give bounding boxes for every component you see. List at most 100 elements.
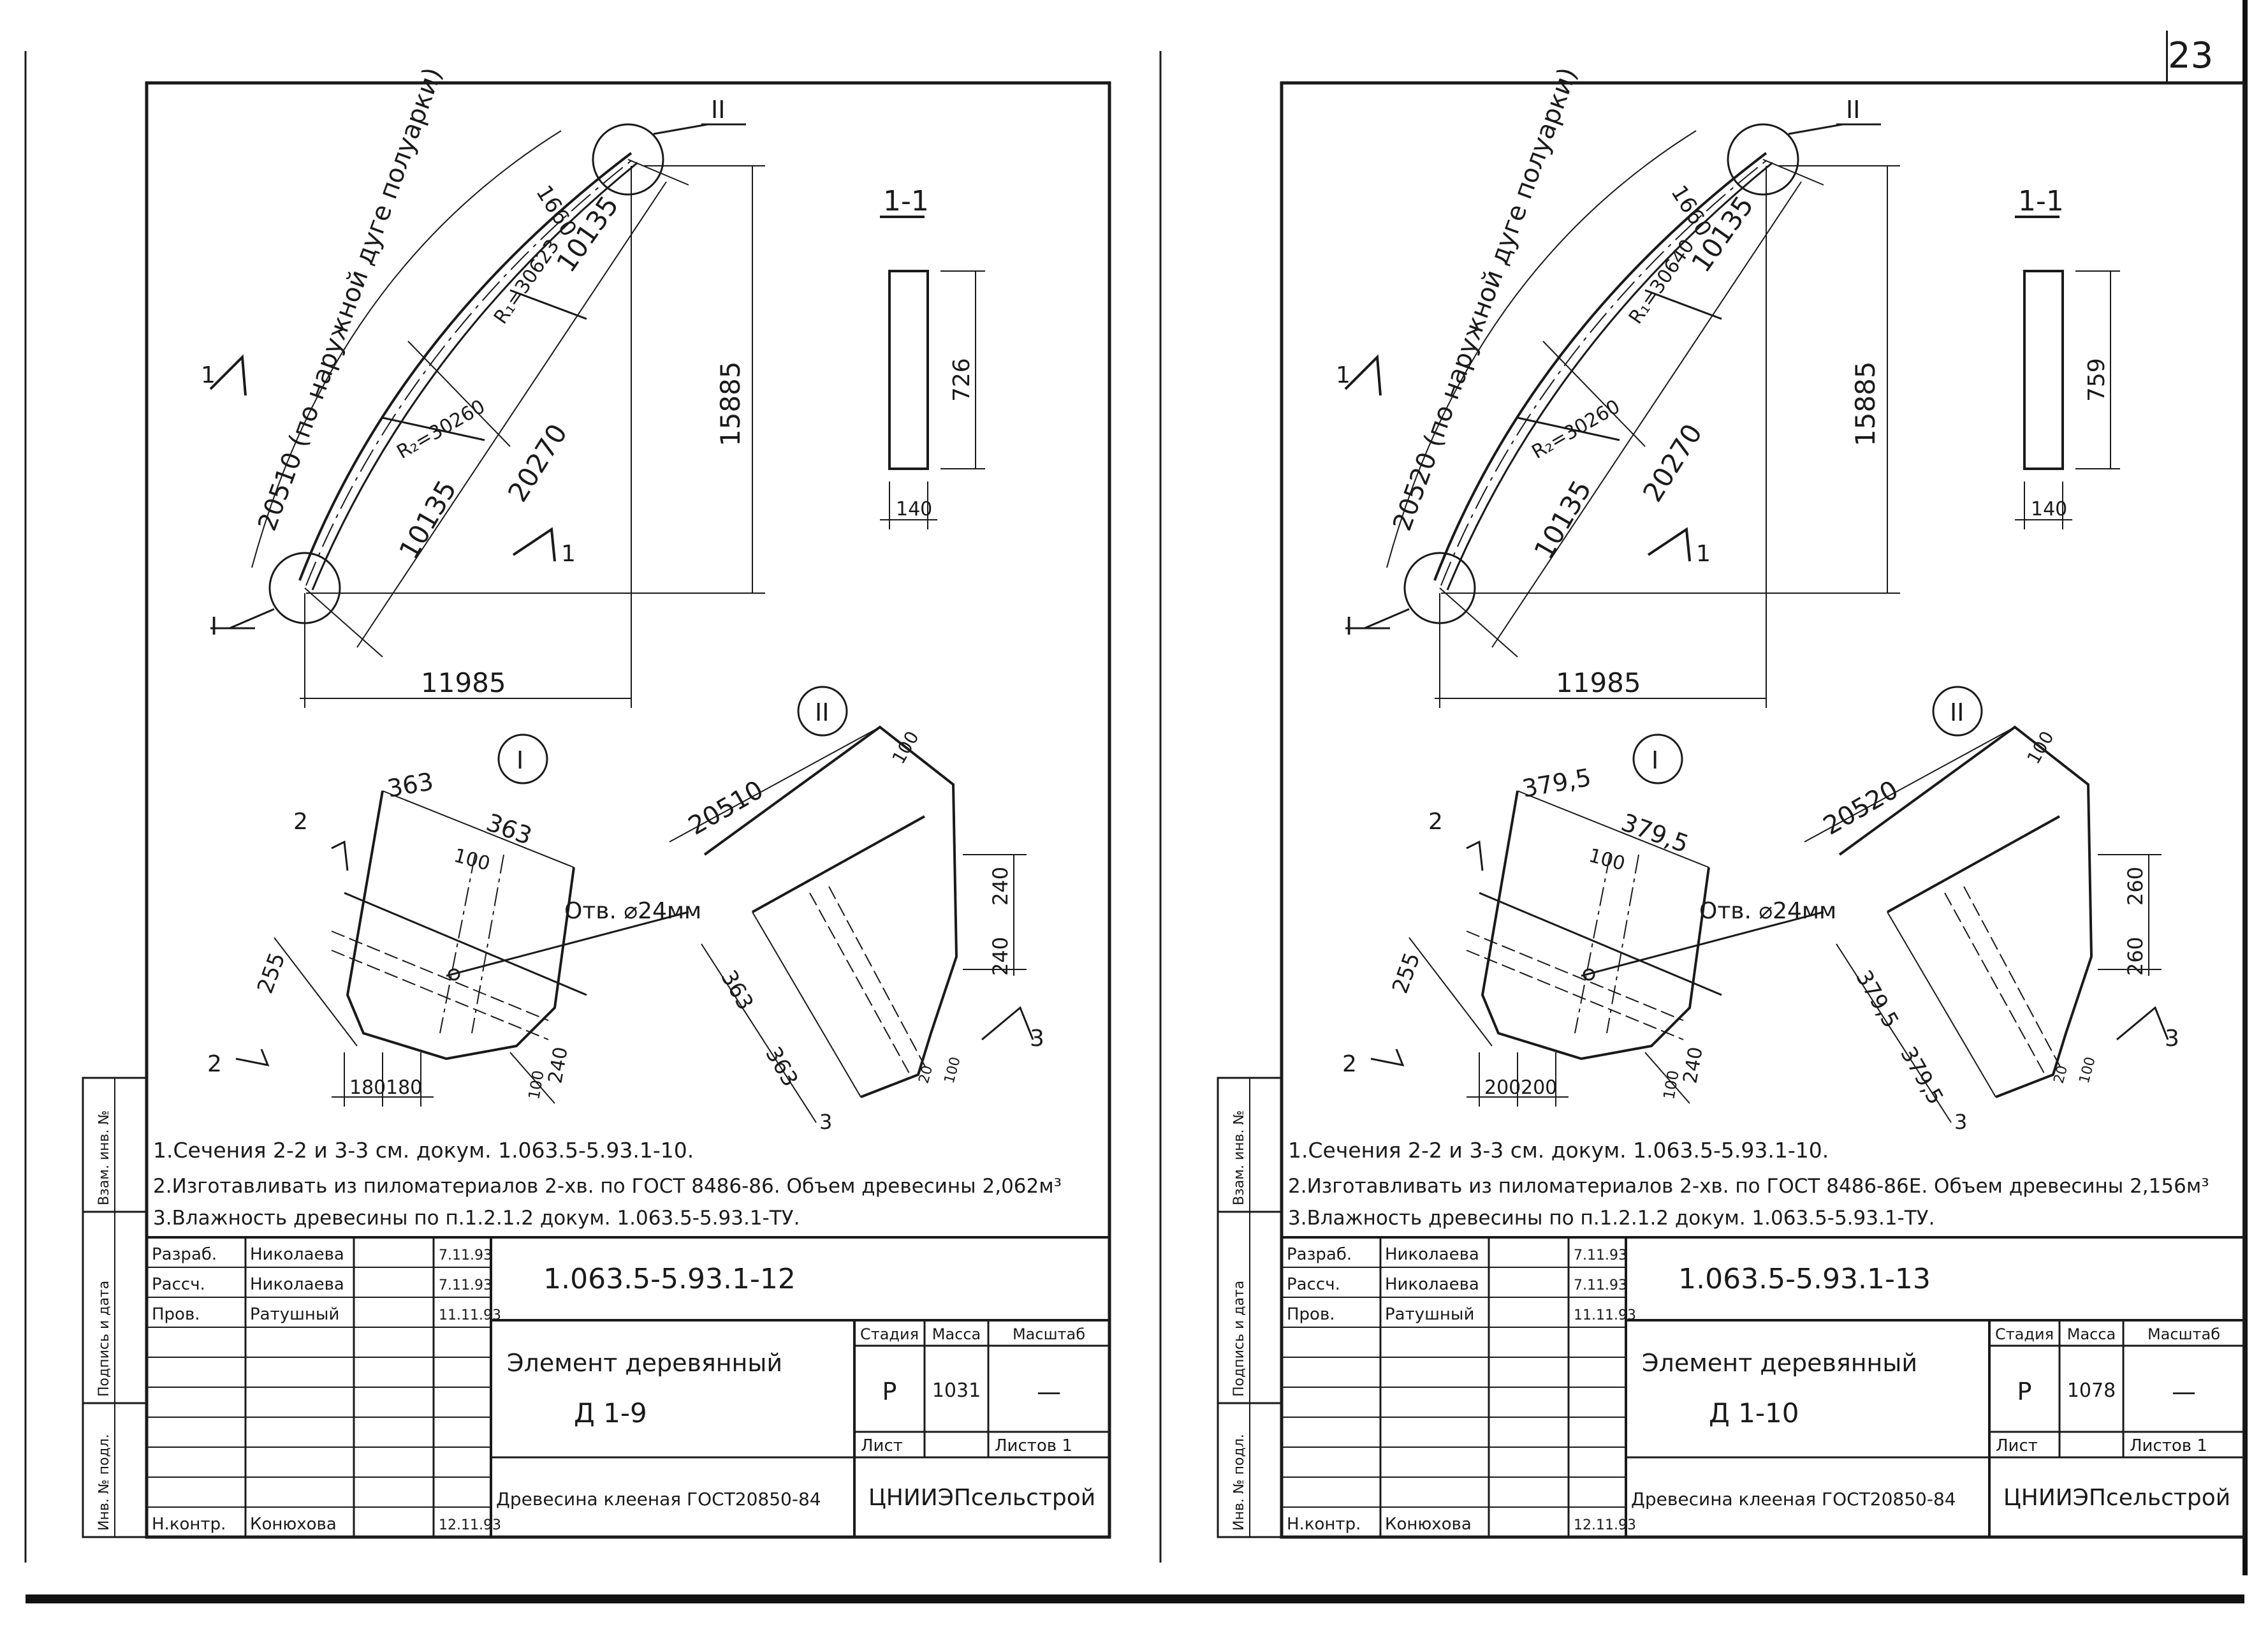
mark-2-top: 2 (1428, 809, 1443, 835)
detail-i-title: I (516, 746, 523, 774)
node-ii-label: II (711, 96, 725, 124)
detail-ii-circle (797, 686, 848, 737)
mark-3-right: 3 (2165, 1026, 2179, 1052)
section-mark-label-top: 1 (1336, 362, 1350, 388)
chord-dim-line (1491, 181, 1802, 648)
sheets-header: Листов 1 (995, 1436, 1072, 1455)
drawing-frame (1280, 81, 2246, 1539)
node-i-label: I (1345, 612, 1352, 640)
arch-inner-edge (311, 161, 638, 591)
mass-header: Масса (932, 1325, 981, 1343)
sheet-header: Лист (1996, 1436, 2038, 1455)
mass-header: Масса (2067, 1325, 2116, 1343)
scale-value: — (2172, 1378, 2196, 1406)
mark-2-bottom: 2 (1342, 1051, 1357, 1077)
radius-1-label: R₁=30623 (490, 235, 564, 328)
note-1: 1.Сечения 2-2 и 3-3 см. докум. 1.063.5-5… (153, 1138, 694, 1163)
stamp-role-cell: Разраб. (1287, 1245, 1352, 1264)
detail-i-circle (497, 733, 548, 784)
span-dim: 11985 (421, 667, 506, 698)
detail-i-dim-c: 100 (1586, 844, 1627, 876)
detail-ii-dim-d: 363 (715, 966, 758, 1015)
organization: ЦНИИЭПсельстрой (2003, 1485, 2230, 1511)
detail-ii-dim-f: 20 (916, 1064, 936, 1086)
detail-ii-dim-a: 100 (888, 728, 923, 768)
stamp-date-cell: 11.11.93 (1574, 1307, 1636, 1323)
stamp-name-cell: Конюхова (250, 1515, 337, 1534)
section-mark-1-bottom (512, 527, 556, 562)
side-label-inv: Инв. № подл. (1231, 1434, 1247, 1531)
sheet-right: 20520 (по наружной дуге полуарки) 1660 R… (1135, 0, 2251, 1624)
height-dim: 15885 (715, 361, 746, 446)
detail-ii-dim-e: 379,5 (1895, 1043, 1948, 1109)
radius-arrow-1 (509, 289, 587, 320)
detail-ii-dim-f: 20 (2051, 1064, 2071, 1086)
stamp-name-cell: Николаева (250, 1245, 344, 1264)
stamp-date-cell: 7.11.93 (439, 1248, 492, 1263)
arc-length-label: 20510 (по наружной дуге полуарки) (252, 64, 448, 535)
detail-ii-dim-e: 363 (760, 1043, 803, 1091)
section-mark-label-bottom: 1 (561, 541, 576, 567)
note-2: 2.Изготавливать из пиломатериалов 2-хв. … (1288, 1175, 2209, 1198)
drawing-frame (145, 81, 1111, 1539)
detail-ii-dim-a: 100 (2023, 728, 2058, 768)
detail-ii-dim-g: 100 (942, 1056, 964, 1086)
section-1-1-rect (888, 270, 929, 470)
detail-i-dim-d: 255 (252, 949, 291, 997)
stage-value: Р (882, 1378, 897, 1406)
arc-length-label: 20520 (по наружной дуге полуарки) (1387, 64, 1583, 535)
arch-axis (1440, 158, 1770, 586)
mark-2-top: 2 (293, 809, 308, 835)
side-label-sign: Подпись и дата (96, 1281, 112, 1397)
radius-1-label: R₁=30640 (1625, 235, 1699, 328)
stamp-name-cell: Николаева (1385, 1245, 1479, 1264)
stamp-role-cell: Н.контр. (1287, 1515, 1361, 1534)
section-title: 1-1 (883, 185, 929, 217)
detail-ii-dim-b: 240 (988, 867, 1013, 906)
detail-ii-circle (1932, 686, 1983, 737)
radius-arrow-2 (382, 416, 485, 441)
detail-i-dim-e: 240 (1679, 1045, 1707, 1085)
detail-i-outline (346, 790, 575, 1061)
stamp-name-cell: Николаева (1385, 1275, 1479, 1294)
stamp-date-cell: 12.11.93 (439, 1517, 501, 1533)
detail-ii-dim-b: 260 (2123, 867, 2147, 906)
scale-header: Масштаб (2147, 1325, 2220, 1343)
detail-ii-length: 20510 (684, 775, 768, 841)
detail-i-dim-b: 379,5 (1618, 808, 1692, 858)
doc-code: 1.063.5-5.93.1-12 (543, 1263, 796, 1295)
detail-i-dim-b: 363 (483, 808, 536, 850)
stamp-rows (1282, 1267, 1626, 1508)
section-mark-1-top (209, 354, 247, 396)
stage-value: Р (2017, 1378, 2032, 1406)
side-label-replace: Взам. инв. № (96, 1110, 112, 1205)
organization: ЦНИИЭПсельстрой (868, 1485, 1095, 1511)
note-3: 3.Влажность древесины по п.1.2.1.2 докум… (1288, 1207, 1935, 1230)
section-height: 726 (949, 358, 975, 402)
detail-i-dim-g: 180 (349, 1077, 386, 1099)
element-title: Элемент деревянный (507, 1349, 782, 1377)
hole-leader (446, 911, 689, 977)
section-width: 140 (2031, 498, 2067, 520)
detail-ii-length: 20520 (1818, 775, 1903, 841)
drawing-canvas: 20520 (по наружной дуге полуарки) 1660 R… (1159, 51, 2246, 1563)
element-code: Д 1-9 (574, 1397, 647, 1429)
mark-3-bottom: 3 (819, 1110, 832, 1134)
mass-value: 1078 (2067, 1380, 2116, 1402)
stamp-date-cell: 11.11.93 (439, 1307, 501, 1323)
stamp-role-cell: Пров. (152, 1305, 200, 1324)
stamp-role-cell: Рассч. (152, 1275, 205, 1294)
sheet-left: 20510 (по наружной дуге полуарки) 1660 R… (0, 0, 1116, 1624)
section-mark-1-top (1344, 354, 1382, 396)
radius-arrow-1 (1644, 289, 1722, 320)
radius-arrow-2 (1517, 416, 1620, 441)
detail-ii-title: II (1950, 698, 1964, 726)
stamp-role-cell: Разраб. (152, 1245, 217, 1264)
section-title: 1-1 (2018, 185, 2064, 217)
node-i-label: I (210, 612, 217, 640)
stamp-date-cell: 7.11.93 (1574, 1248, 1627, 1263)
detail-i-outline (1481, 790, 1710, 1061)
stamp-date-cell: 7.11.93 (439, 1277, 492, 1293)
stamp-name-cell: Конюхова (1385, 1515, 1472, 1534)
chord-total: 20270 (1637, 418, 1708, 507)
